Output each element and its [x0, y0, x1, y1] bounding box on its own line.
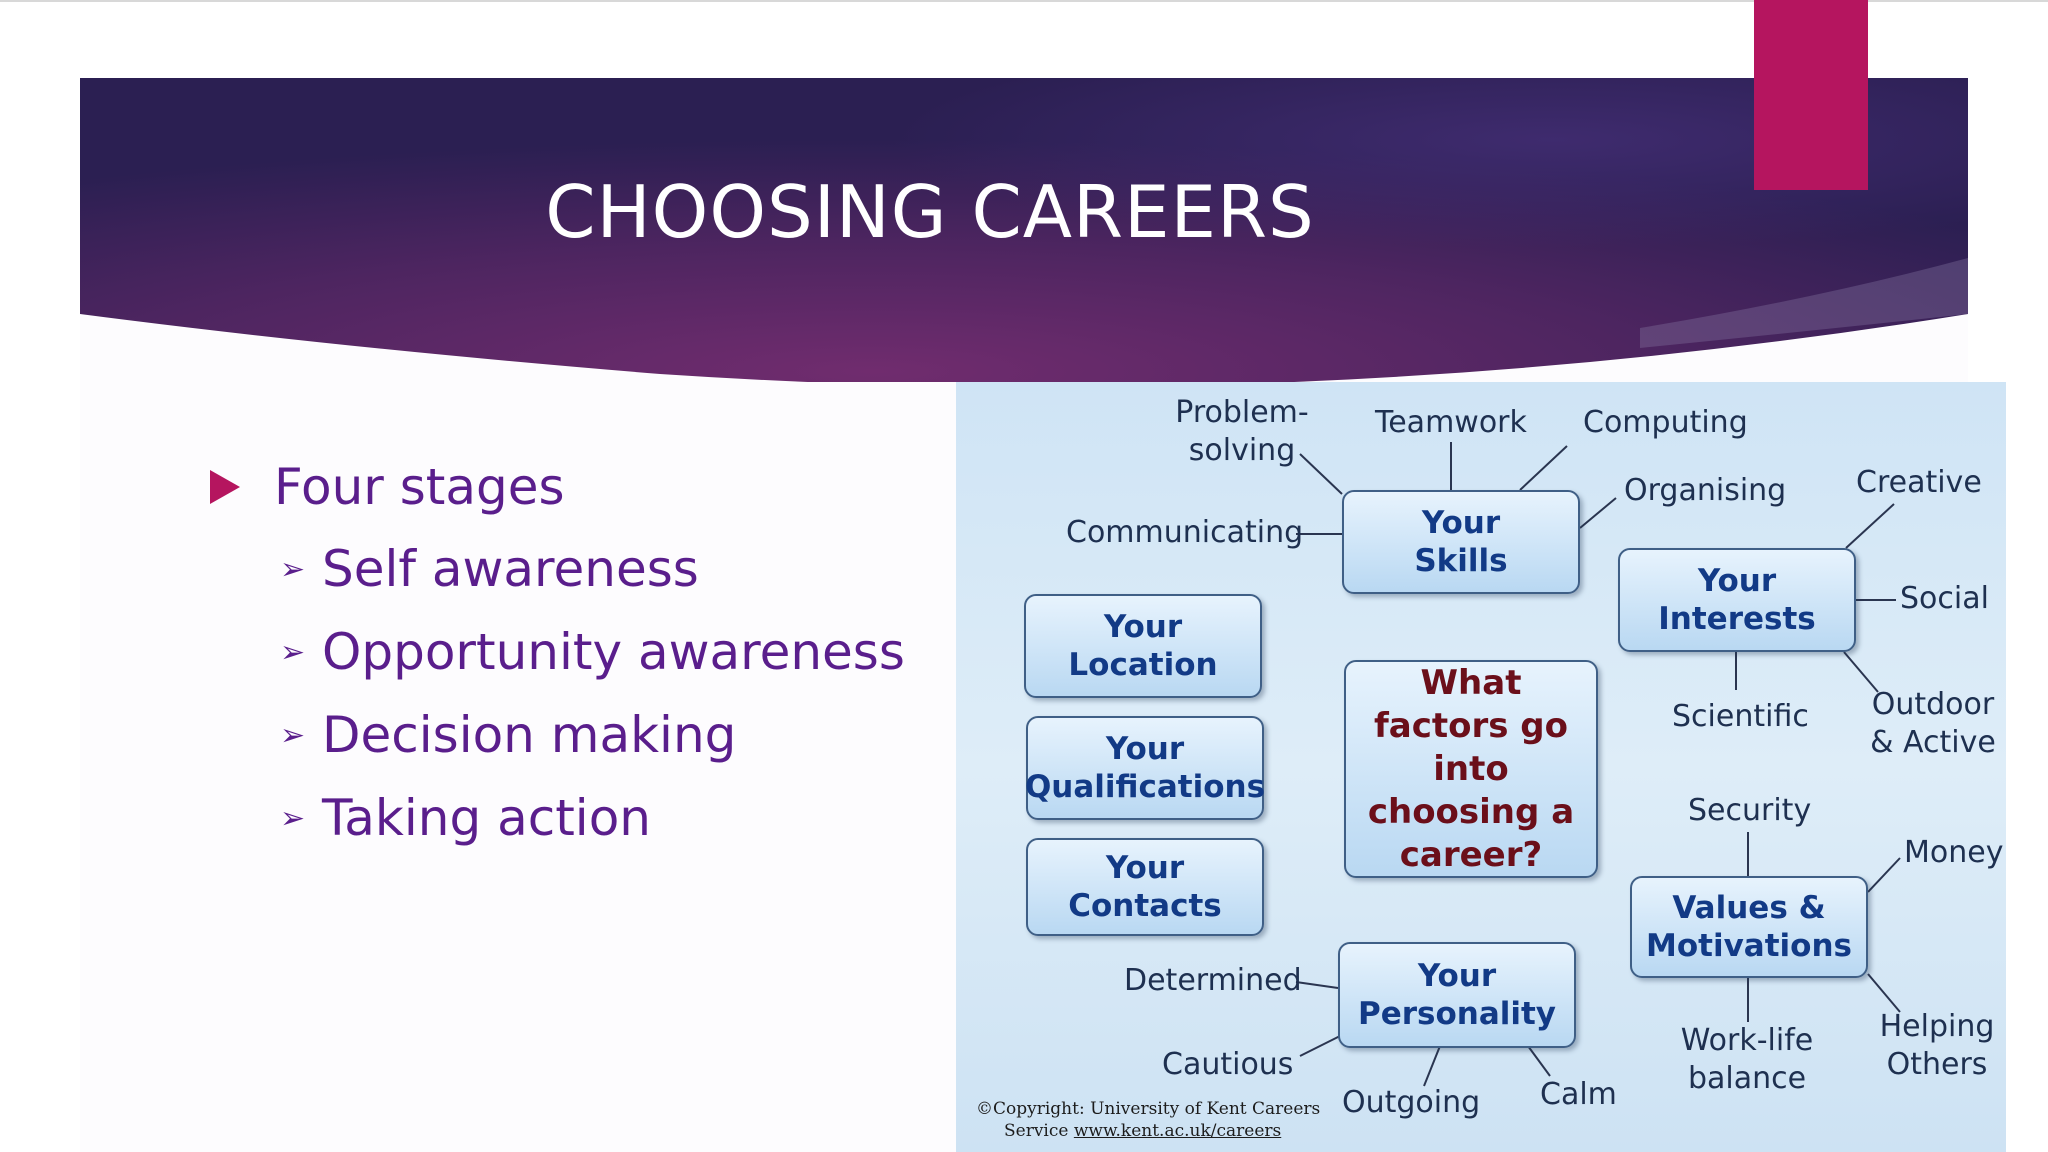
- bullet-sub-item: ➢ Taking action: [280, 789, 651, 847]
- bullet-sub-item: ➢ Decision making: [280, 706, 736, 764]
- copyright-notice: ©Copyright: University of Kent Careers S…: [976, 1098, 1320, 1142]
- personality-box: Your Personality: [1338, 942, 1576, 1048]
- title-banner: [80, 78, 1968, 382]
- interests-box: Your Interests: [1618, 548, 1856, 652]
- values-motivations-box: Values & Motivations: [1630, 876, 1868, 978]
- bullet-main-text: Four stages: [274, 458, 565, 516]
- label-teamwork: Teamwork: [1375, 405, 1527, 440]
- copyright-link[interactable]: www.kent.ac.uk/careers: [1073, 1121, 1282, 1141]
- label-social: Social: [1900, 581, 1989, 616]
- arrow-bullet-icon: ➢: [280, 552, 306, 587]
- label-communicating: Communicating: [1066, 515, 1304, 550]
- copyright-prefix: Service: [1004, 1121, 1074, 1141]
- label-organising: Organising: [1624, 473, 1787, 508]
- copyright-line-2: Service www.kent.ac.uk/careers: [976, 1120, 1320, 1142]
- bullet-sub-text: Decision making: [322, 706, 737, 764]
- arrow-bullet-icon: ➢: [280, 718, 306, 753]
- career-factors-diagram: Your Skills Your Interests Your Location…: [956, 382, 2006, 1152]
- label-helping-others: Helping Others: [1879, 1009, 1995, 1082]
- location-box: Your Location: [1024, 594, 1262, 698]
- triangle-bullet-icon: [210, 469, 240, 504]
- label-cautious: Cautious: [1162, 1047, 1294, 1082]
- skills-box: Your Skills: [1342, 490, 1580, 594]
- top-border: [0, 0, 2048, 2]
- arrow-bullet-icon: ➢: [280, 635, 306, 670]
- qualifications-box: Your Qualifications: [1025, 716, 1265, 820]
- label-creative: Creative: [1856, 465, 1982, 500]
- label-outgoing: Outgoing: [1342, 1085, 1481, 1120]
- label-outdoor-active: Outdoor & Active: [1870, 687, 1996, 760]
- label-work-life-balance: Work-life balance: [1680, 1023, 1814, 1096]
- bullet-sub-text: Opportunity awareness: [322, 623, 905, 681]
- accent-tab: [1754, 0, 1868, 190]
- bullet-sub-item: ➢ Self awareness: [280, 540, 699, 598]
- label-calm: Calm: [1540, 1077, 1617, 1112]
- bullet-main: Four stages: [210, 458, 565, 516]
- label-scientific: Scientific: [1672, 699, 1809, 734]
- label-security: Security: [1688, 793, 1812, 828]
- bullet-sub-text: Taking action: [322, 789, 651, 847]
- label-money: Money: [1904, 835, 2004, 870]
- slide-title: CHOOSING CAREERS: [545, 170, 1315, 254]
- bullet-sub-item: ➢ Opportunity awareness: [280, 623, 905, 681]
- arrow-bullet-icon: ➢: [280, 801, 306, 836]
- connector-lines: [1295, 442, 1901, 1087]
- label-problem-solving: Problem- solving: [1175, 395, 1309, 468]
- copyright-line-1: ©Copyright: University of Kent Careers: [976, 1099, 1321, 1119]
- label-determined: Determined: [1124, 963, 1302, 998]
- label-computing: Computing: [1583, 405, 1748, 440]
- bullet-sub-text: Self awareness: [322, 540, 699, 598]
- center-question-box: What factors go into choosing a career?: [1344, 660, 1598, 878]
- contacts-box: Your Contacts: [1026, 838, 1264, 936]
